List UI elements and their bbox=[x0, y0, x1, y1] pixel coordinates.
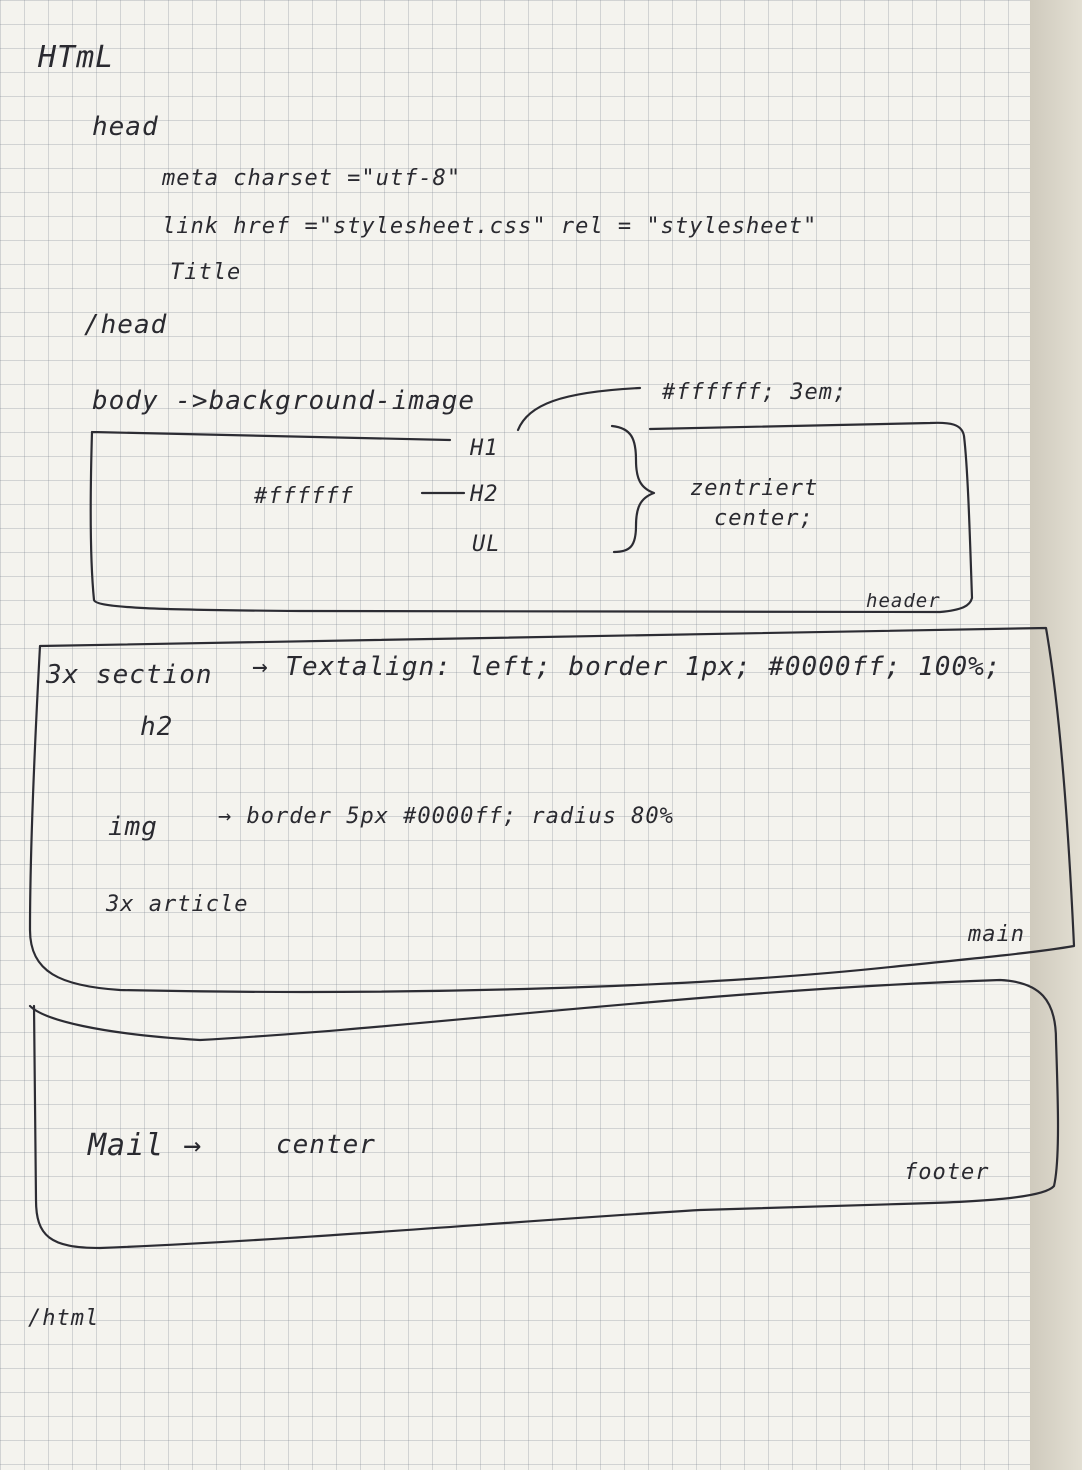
footer-box-outline bbox=[28, 978, 1060, 1250]
main-label: main bbox=[968, 922, 1025, 947]
h2-label: H2 bbox=[470, 482, 499, 507]
header-box-outline bbox=[89, 421, 974, 614]
section-h2-label: h2 bbox=[140, 712, 174, 742]
mail-center-note: center bbox=[276, 1130, 376, 1160]
head-close-tag: /head bbox=[84, 310, 168, 340]
meta-charset-note: meta charset ="utf-8" bbox=[162, 166, 462, 191]
title-note: Title bbox=[170, 260, 242, 285]
h1-connector bbox=[516, 386, 642, 432]
img-style-note: → border 5px #0000ff; radius 80% bbox=[218, 804, 674, 829]
html-open-tag: HTmL bbox=[38, 40, 115, 75]
curly-brace bbox=[610, 424, 656, 554]
header-color-note: #ffffff; 3em; bbox=[662, 380, 848, 405]
head-open-tag: head bbox=[92, 112, 159, 142]
link-stylesheet-note: link href ="stylesheet.css" rel = "style… bbox=[162, 214, 818, 239]
footer-label: footer bbox=[904, 1160, 990, 1185]
graph-paper-sheet bbox=[0, 0, 1030, 1470]
centered-german-note: zentriert bbox=[690, 476, 819, 501]
main-box-outline bbox=[28, 626, 1076, 994]
mail-note: Mail → bbox=[88, 1128, 203, 1163]
header-label: header bbox=[866, 590, 941, 612]
body-background-note: body ->background-image bbox=[92, 386, 476, 416]
html-close-tag: /html bbox=[28, 1306, 100, 1331]
ul-label: UL bbox=[472, 532, 501, 557]
section-note: 3x section bbox=[46, 660, 213, 690]
h2-color-note: #ffffff bbox=[254, 484, 354, 509]
h1-label: H1 bbox=[470, 436, 499, 461]
article-note: 3x article bbox=[106, 892, 249, 917]
section-style-note: → Textalign: left; border 1px; #0000ff; … bbox=[252, 652, 1002, 682]
centered-css-note: center; bbox=[714, 506, 814, 531]
img-label: img bbox=[108, 812, 158, 842]
paper-edge bbox=[1030, 0, 1082, 1470]
